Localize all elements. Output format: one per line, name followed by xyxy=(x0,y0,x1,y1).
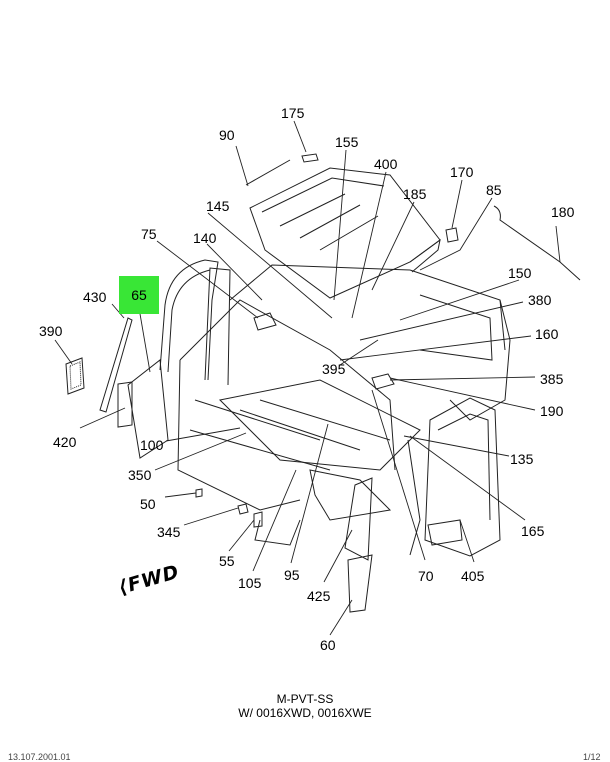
roof-panel xyxy=(249,167,441,299)
callout-400[interactable]: 400 xyxy=(374,156,398,172)
front-pillar xyxy=(344,477,373,613)
right-door xyxy=(407,397,501,557)
callout-145[interactable]: 145 xyxy=(206,198,230,214)
clip-175 xyxy=(301,153,319,163)
callout-85[interactable]: 85 xyxy=(486,182,502,198)
callout-405[interactable]: 405 xyxy=(461,568,485,584)
seal-strip-180 xyxy=(493,205,581,281)
callout-160[interactable]: 160 xyxy=(535,326,559,342)
clip-345 xyxy=(237,503,249,515)
callout-190[interactable]: 190 xyxy=(540,403,564,419)
seal-strip-90 xyxy=(245,159,291,186)
callout-175[interactable]: 175 xyxy=(281,105,305,121)
callout-430[interactable]: 430 xyxy=(83,289,107,305)
callout-380[interactable]: 380 xyxy=(528,292,552,308)
callout-140[interactable]: 140 xyxy=(193,230,217,246)
callout-150[interactable]: 150 xyxy=(508,265,532,281)
callout-420[interactable]: 420 xyxy=(53,434,77,450)
diagram-caption-line1: M-PVT-SS xyxy=(276,692,334,706)
callout-55[interactable]: 55 xyxy=(219,553,235,569)
callout-100[interactable]: 100 xyxy=(140,437,164,453)
cab-body-left xyxy=(177,264,411,546)
callout-170[interactable]: 170 xyxy=(450,164,474,180)
callout-425[interactable]: 425 xyxy=(307,588,331,604)
callout-90[interactable]: 90 xyxy=(219,127,235,143)
callout-180[interactable]: 180 xyxy=(551,204,575,220)
callout-385[interactable]: 385 xyxy=(540,371,564,387)
rear-window xyxy=(65,357,85,395)
callout-70[interactable]: 70 xyxy=(418,568,434,584)
callout-50[interactable]: 50 xyxy=(140,496,156,512)
pad-385 xyxy=(371,373,395,390)
footer-left-code: 13.107.2001.01 xyxy=(8,752,71,762)
callout-350[interactable]: 350 xyxy=(128,467,152,483)
rear-wall xyxy=(409,269,511,421)
callout-185[interactable]: 185 xyxy=(403,186,427,202)
callout-105[interactable]: 105 xyxy=(238,575,262,591)
callout-95[interactable]: 95 xyxy=(284,567,300,583)
clip-50 xyxy=(195,488,203,498)
pad-75 xyxy=(253,312,277,331)
left-door-frame xyxy=(159,259,231,386)
callout-395[interactable]: 395 xyxy=(322,361,346,377)
callout-165[interactable]: 165 xyxy=(521,523,545,539)
clip-170 xyxy=(445,227,459,243)
leader-lines xyxy=(54,120,561,636)
callout-65-highlighted[interactable]: 65 xyxy=(119,276,159,314)
callout-155[interactable]: 155 xyxy=(335,134,359,150)
callout-345[interactable]: 345 xyxy=(157,524,181,540)
clip-55 xyxy=(253,511,263,528)
diagram-caption-line2: W/ 0016XWD, 0016XWE xyxy=(238,706,372,720)
callout-60[interactable]: 60 xyxy=(320,637,336,653)
footer-right-code: 1/12 xyxy=(583,752,601,762)
callout-390[interactable]: 390 xyxy=(39,323,63,339)
floor-panel xyxy=(218,379,421,521)
callout-135[interactable]: 135 xyxy=(510,451,534,467)
callout-75[interactable]: 75 xyxy=(141,226,157,242)
